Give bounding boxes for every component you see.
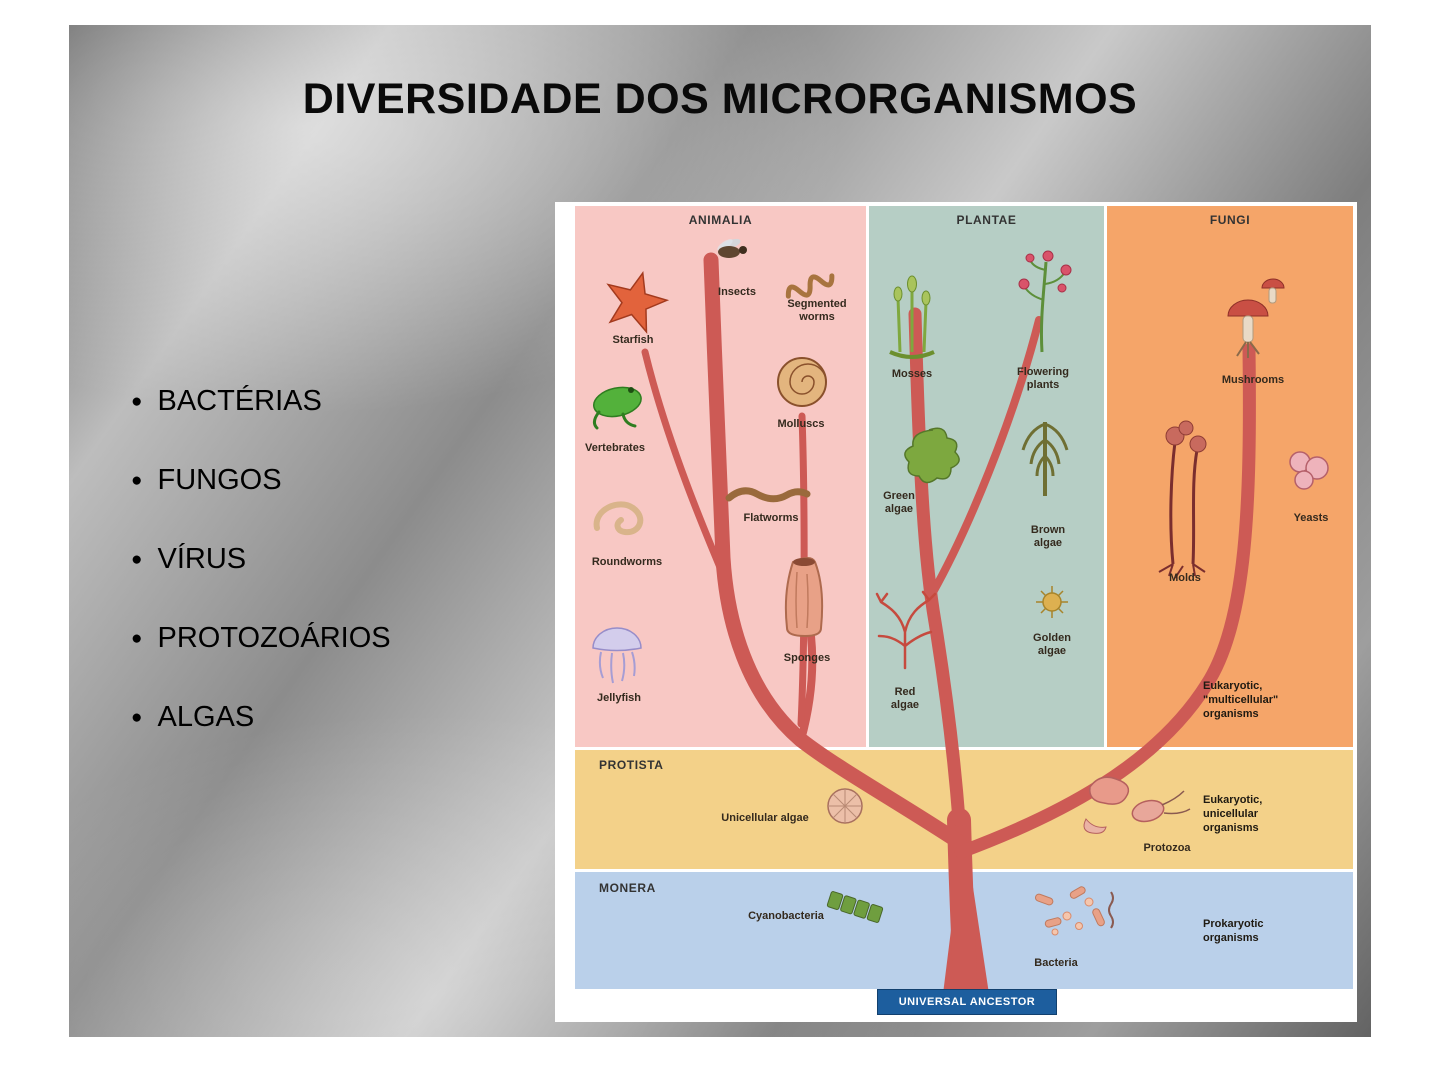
bullet-list: ● BACTÉRIAS ● FUNGOS ● VÍRUS ● PROTOZOÁR…	[131, 385, 391, 780]
monera-prokaryotic-note: Prokaryotic organisms	[1203, 918, 1264, 944]
fungi-eukaryotic-note: Eukaryotic, "multicellular" organisms	[1203, 680, 1279, 720]
organism-label-bacteria: Bacteria	[1034, 957, 1078, 969]
organism-label-red-algae: Red algae	[890, 686, 920, 711]
bullet-item: ● VÍRUS	[131, 543, 391, 576]
organism-label-mosses: Mosses	[891, 368, 933, 380]
bullet-dot-icon: ●	[131, 707, 143, 728]
organism-label-molds: Molds	[1169, 572, 1201, 584]
bullet-item: ● FUNGOS	[131, 464, 391, 497]
bullet-dot-icon: ●	[131, 628, 143, 649]
bullet-dot-icon: ●	[131, 391, 143, 412]
kingdom-protista-title: PROTISTA	[599, 758, 664, 772]
kingdom-plantae-panel	[869, 206, 1104, 747]
kingdom-fungi-title: FUNGI	[1209, 213, 1251, 227]
bullet-label: FUNGOS	[157, 464, 282, 496]
organism-label-molluscs: Molluscs	[777, 418, 825, 430]
organism-label-starfish: Starfish	[612, 334, 654, 346]
organism-label-roundworms: Roundworms	[591, 556, 663, 568]
tree-of-life-figure: ANIMALIA PLANTAE FUNGI PROTISTA MONERA S…	[555, 202, 1357, 1022]
slide-title: DIVERSIDADE DOS MICRORGANISMOS	[302, 75, 1138, 123]
organism-label-insects: Insects	[718, 286, 756, 298]
organism-label-green-algae: Green algae	[883, 490, 915, 515]
organism-label-unicellular-algae: Unicellular algae	[721, 812, 809, 824]
bullet-label: VÍRUS	[157, 543, 247, 575]
universal-ancestor-label: UNIVERSAL ANCESTOR	[877, 989, 1057, 1015]
organism-label-vertebrates: Vertebrates	[585, 442, 645, 454]
bullet-dot-icon: ●	[131, 470, 143, 491]
organism-label-flatworms: Flatworms	[743, 512, 799, 524]
slide: DIVERSIDADE DOS MICRORGANISMOS ● BACTÉRI…	[69, 25, 1371, 1037]
bullet-dot-icon: ●	[131, 549, 143, 570]
organism-label-cyanobacteria: Cyanobacteria	[748, 910, 824, 922]
kingdom-fungi-panel	[1107, 206, 1353, 747]
organism-label-golden-algae: Golden algae	[1033, 632, 1071, 657]
kingdom-animalia-title: ANIMALIA	[688, 213, 753, 227]
organism-label-jellyfish: Jellyfish	[596, 692, 642, 704]
protista-eukaryotic-note: Eukaryotic, unicellular organisms	[1203, 794, 1263, 834]
bullet-item: ● ALGAS	[131, 701, 391, 734]
organism-label-segmented-worms: Segmented worms	[787, 298, 847, 323]
bullet-item: ● BACTÉRIAS	[131, 385, 391, 418]
bullet-label: PROTOZOÁRIOS	[157, 622, 391, 654]
bullet-label: ALGAS	[157, 701, 255, 733]
organism-label-yeasts: Yeasts	[1293, 512, 1329, 524]
bullet-label: BACTÉRIAS	[157, 385, 322, 417]
organism-label-mushrooms: Mushrooms	[1221, 374, 1285, 386]
organism-label-protozoa: Protozoa	[1143, 842, 1191, 854]
organism-label-sponges: Sponges	[783, 652, 831, 664]
kingdom-plantae-title: PLANTAE	[956, 213, 1017, 227]
bullet-item: ● PROTOZOÁRIOS	[131, 622, 391, 655]
organism-label-flowering-plants: Flowering plants	[1017, 366, 1069, 391]
organism-label-brown-algae: Brown algae	[1030, 524, 1066, 549]
kingdom-monera-title: MONERA	[599, 881, 656, 895]
